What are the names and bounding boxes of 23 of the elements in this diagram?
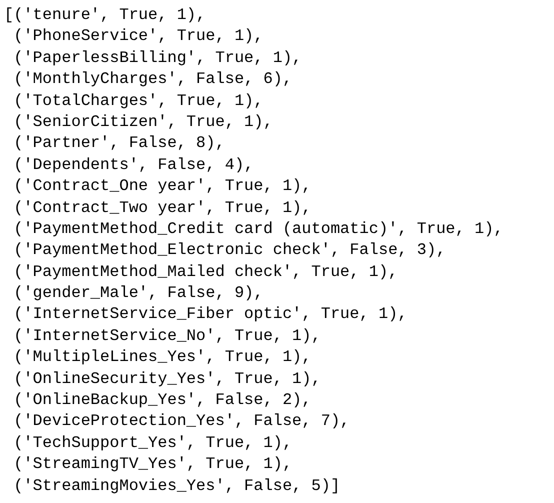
code-line: ('StreamingMovies_Yes', False, 5)] [12,476,340,497]
code-line: ('TotalCharges', True, 1), [12,90,264,112]
code-line: ('DeviceProtection_Yes', False, 7), [12,411,350,432]
code-line: ('SeniorCitizen', True, 1), [12,112,273,133]
code-line: ('StreamingTV_Yes', True, 1), [12,454,292,476]
code-line: [('tenure', True, 1), [4,5,206,26]
code-line: ('OnlineSecurity_Yes', True, 1), [12,368,321,390]
code-line: ('Dependents', False, 4), [12,154,254,176]
code-line: ('PhoneService', True, 1), [12,26,264,48]
code-line: ('Contract_One year', True, 1), [12,176,312,198]
code-line: ('TechSupport_Yes', True, 1), [12,432,292,454]
code-line: ('gender_Male', False, 9), [12,283,264,304]
code-line: ('InternetService_No', True, 1), [12,326,321,347]
code-line: ('Contract_Two year', True, 1), [12,198,312,219]
code-line: ('Partner', False, 8), [12,133,225,154]
code-line: ('MultipleLines_Yes', True, 1), [12,347,312,368]
code-line: ('OnlineBackup_Yes', False, 2), [12,390,312,412]
code-line: ('PaymentMethod_Credit card (automatic)', True, 1), [12,218,504,240]
code-line: ('InternetService_Fiber optic', True, 1), [12,304,408,326]
code-line: ('PaymentMethod_Electronic check', False, 3), [12,240,446,262]
code-line: ('MonthlyCharges', False, 6), [12,69,292,90]
code-line: ('PaperlessBilling', True, 1), [12,48,302,69]
code-line: ('PaymentMethod_Mailed check', True, 1), [12,262,398,283]
